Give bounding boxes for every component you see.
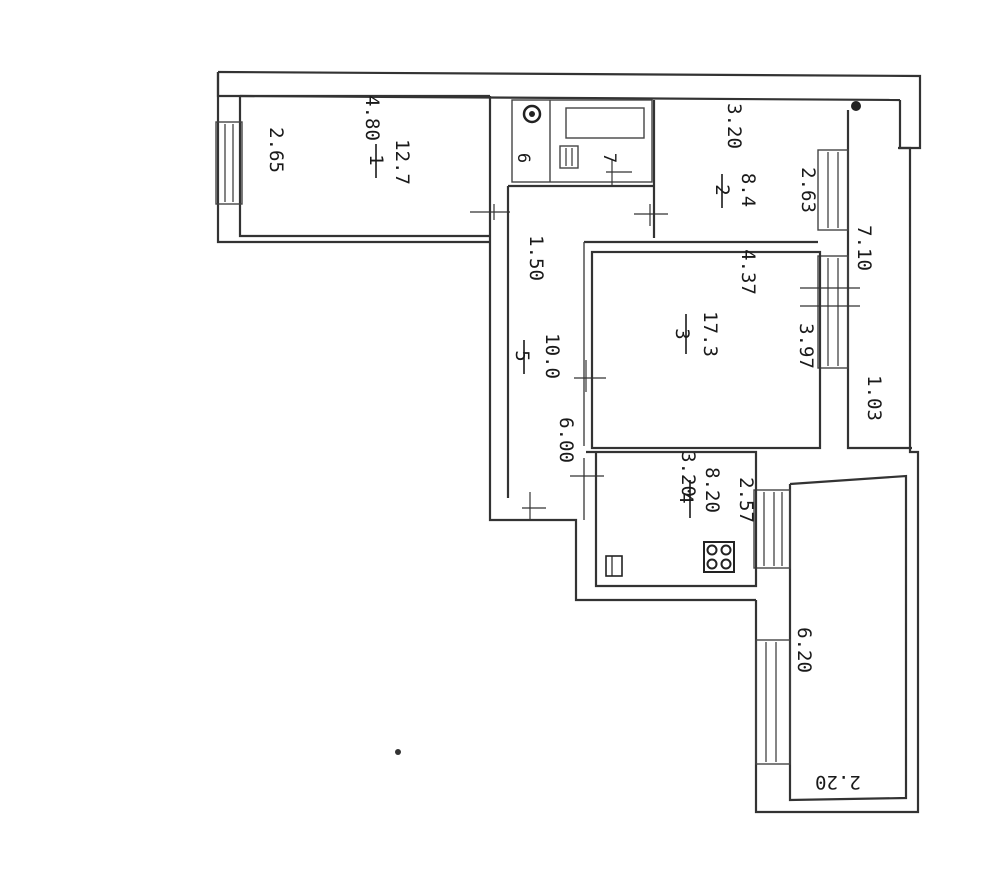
stove-icon bbox=[703, 541, 735, 573]
room-2-width: 2.63 bbox=[797, 167, 819, 213]
room-5-area: 10.0 bbox=[541, 333, 563, 379]
loggia-bottom-length: 6.20 bbox=[793, 627, 815, 673]
room-3-labels: 4.37 3 17.3 3.97 bbox=[671, 249, 817, 369]
room-4-width: 2.57 bbox=[735, 477, 757, 523]
speck-mark bbox=[395, 749, 401, 755]
room-3-length: 4.37 bbox=[737, 249, 759, 295]
room-4-length: 3.20 bbox=[677, 451, 699, 497]
loggia-top-length: 7.10 bbox=[853, 225, 875, 271]
loggia-top-area: 1.03 bbox=[863, 375, 885, 421]
room-1-labels: 4.80 2.65 1 12.7 bbox=[265, 95, 413, 185]
room-4-labels: 3.20 4 8.20 2.57 bbox=[675, 451, 757, 523]
room-7-number: 7 bbox=[599, 153, 619, 163]
room-5-number: 5 bbox=[511, 350, 533, 361]
room-2-area: 8.4 bbox=[737, 173, 759, 207]
room-4-number: 4 bbox=[675, 492, 697, 503]
room-1-length: 4.80 bbox=[361, 95, 383, 141]
room-4-area: 8.20 bbox=[701, 467, 723, 513]
window-loggia-bottom bbox=[755, 639, 791, 765]
loggia-bottom-width: 2.20 bbox=[815, 771, 861, 793]
boiler-icon bbox=[522, 104, 542, 124]
window-room-2 bbox=[817, 149, 849, 231]
room-3-area: 17.3 bbox=[699, 311, 721, 357]
room-3-width: 3.97 bbox=[795, 323, 817, 369]
sink-icon bbox=[605, 555, 623, 577]
window-room-3 bbox=[817, 255, 849, 369]
riser-icon bbox=[851, 101, 861, 111]
room-1-width: 2.65 bbox=[265, 127, 287, 173]
room-5-labels: 1.50 5 10.0 6.00 bbox=[511, 235, 577, 463]
room-2-length: 3.20 bbox=[723, 103, 745, 149]
interior-walls bbox=[470, 99, 860, 588]
window-room-1 bbox=[215, 121, 243, 205]
room-2-labels: 3.20 2 8.4 2.63 bbox=[711, 103, 819, 213]
room-6-number: 6 bbox=[513, 153, 533, 163]
room-3-number: 3 bbox=[671, 328, 693, 339]
room-5-width: 1.50 bbox=[525, 235, 547, 281]
room-5-length: 6.00 bbox=[555, 417, 577, 463]
window-room-4 bbox=[753, 489, 791, 569]
room-1-area: 12.7 bbox=[391, 139, 413, 185]
